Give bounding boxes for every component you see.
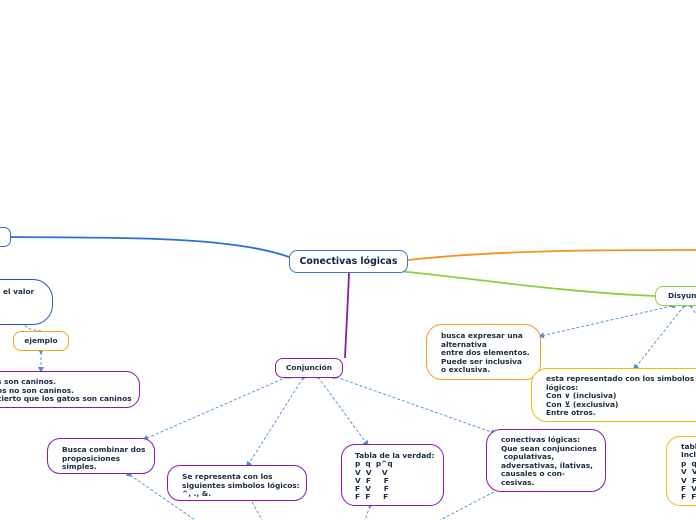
link-disy-busca — [538, 302, 676, 339]
link-conj-combinar — [142, 373, 291, 441]
branch-disyuncion-green — [397, 270, 656, 297]
perros-ejemplo-node[interactable]: s son caninos. os no son caninos. cierto… — [0, 371, 140, 408]
combinar-node[interactable]: Busca combinar dos proposiciones simples… — [47, 438, 155, 474]
left-topic-node[interactable] — [0, 227, 11, 247]
central-topic-conectivas[interactable]: Conectivas lógicas — [289, 250, 408, 273]
simbolos-conjuncion-node[interactable]: Se representa con los siguientes simbolo… — [167, 465, 307, 501]
link-combinar-down — [125, 470, 196, 520]
disyuncion-descripcion-node[interactable]: busca expresar una alternativa entre dos… — [426, 324, 541, 380]
conjuncion-node[interactable]: Conjunción — [275, 358, 343, 378]
link-conj-simbolos — [246, 373, 308, 468]
link-simbolos-down — [251, 501, 263, 520]
disyuncion-simbolos-node[interactable]: esta representado con los simbolos lógic… — [531, 368, 696, 422]
branch-conjuncion-purple — [344, 272, 350, 359]
conectivas-gramaticales-node[interactable]: conectivas lógicas: Que sean conjuncione… — [486, 429, 606, 492]
link-conj-conectivas — [332, 373, 497, 435]
tabla-verdad-conjuncion-node[interactable]: Tabla de la verdad: p q p^q V V V V F F … — [341, 444, 444, 506]
link-disy-esta — [633, 301, 689, 371]
disyuncion-node[interactable]: Disyunción — [655, 286, 696, 306]
ejemplo-node[interactable]: ejemplo — [13, 331, 69, 351]
link-valor-ejemplo — [24, 324, 42, 332]
tabla-verdad-disyuncion-node[interactable]: tabla de la verdad Inclusiva: p q p∨q V … — [666, 436, 696, 506]
link-tabla-down — [364, 502, 374, 520]
valor-node[interactable]: el valor — [0, 279, 53, 325]
link-conectivas-down — [439, 491, 495, 520]
link-conj-tabla — [313, 372, 369, 447]
link-disy-right — [686, 301, 696, 315]
branch-right-orange — [407, 249, 696, 261]
branch-left-blue — [10, 236, 290, 258]
